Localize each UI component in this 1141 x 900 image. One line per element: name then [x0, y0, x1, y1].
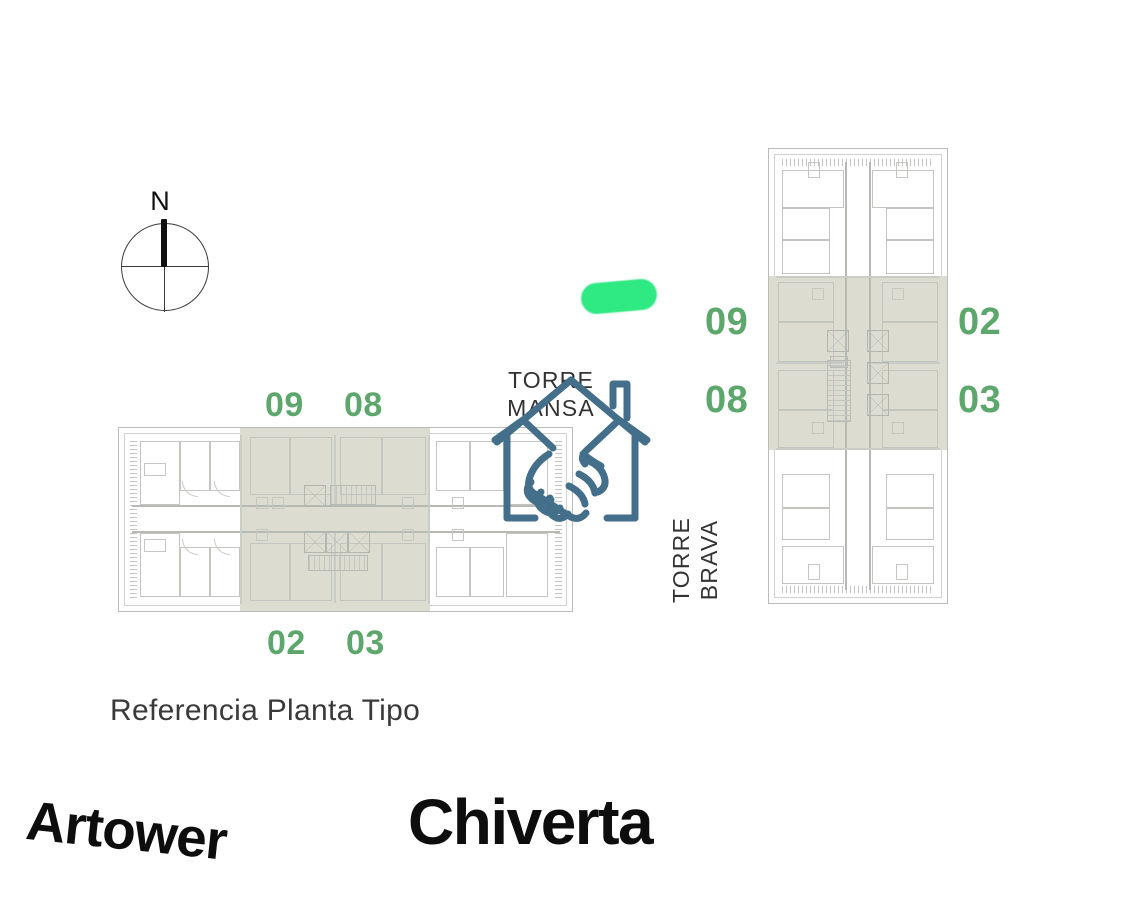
right-plan-divider-3 [776, 362, 844, 364]
artower-logo: Artower [23, 788, 230, 872]
left-plan-elevator [348, 531, 370, 553]
right-plan-hatch-south [782, 586, 934, 593]
right-plan-room [778, 282, 834, 322]
right-plan-room [782, 170, 844, 208]
right-plan-room [886, 508, 934, 540]
left-plan-divider-1 [240, 435, 243, 604]
right-plan-room [782, 240, 830, 274]
right-plan-stair-landing [830, 356, 848, 368]
right-plan-divider-1 [776, 276, 940, 279]
left-plan-fixture [256, 529, 268, 541]
left-plan-room [210, 547, 240, 597]
right-plan-room [778, 410, 834, 448]
left-plan-room [250, 543, 290, 601]
left-plan-fixture [452, 529, 464, 541]
right-plan-room [778, 370, 834, 410]
left-plan-room [436, 547, 470, 597]
compass-south-axis [164, 266, 165, 312]
left-plan-stairs [308, 555, 368, 571]
reference-caption: Referencia Planta Tipo [110, 694, 421, 727]
right-plan-unit-02: 02 [958, 301, 1002, 343]
right-plan-room [782, 208, 830, 240]
left-plan-room [382, 543, 426, 601]
right-plan-room [778, 322, 834, 362]
left-plan-hatch-west [130, 441, 137, 598]
left-plan-corridor-wall-top [132, 505, 560, 508]
left-plan-unit-02: 02 [267, 624, 306, 662]
left-plan-room [140, 441, 180, 505]
green-pill-marker-icon [579, 277, 659, 316]
compass-north-needle [161, 219, 167, 267]
torre-brava-label: TORRE BRAVA [667, 495, 797, 625]
compass-rose-icon: N [112, 186, 209, 316]
torre-brava-line2: BRAVA [696, 519, 723, 601]
right-plan-elevator [867, 394, 889, 416]
right-plan-fixture [808, 162, 820, 178]
left-plan-fixture [272, 497, 284, 509]
right-plan-room [886, 208, 934, 240]
left-plan-fixture [144, 539, 166, 552]
right-plan-room [882, 282, 938, 322]
right-plan-outer-frame [768, 148, 948, 604]
right-plan-room [872, 170, 934, 208]
left-plan-fixture [452, 497, 464, 509]
left-plan-elevator [304, 485, 326, 507]
left-plan-fixture [144, 463, 166, 476]
left-plan-fixture [256, 497, 268, 509]
right-plan-divider-4 [872, 362, 940, 364]
left-plan-fixture [402, 497, 414, 509]
right-plan-fixture [896, 162, 908, 178]
left-plan-room [436, 441, 470, 491]
right-plan-stairs [827, 360, 851, 422]
left-plan-room [140, 533, 180, 597]
right-plan-elevator [827, 330, 849, 352]
right-floor-plan [768, 148, 948, 604]
right-plan-room [782, 546, 844, 584]
right-plan-room [882, 410, 938, 448]
right-plan-fixture [812, 422, 824, 434]
right-plan-room [886, 474, 934, 508]
right-plan-unit-09: 09 [705, 301, 749, 343]
left-plan-divider-2 [428, 435, 431, 604]
torre-brava-line1: TORRE [668, 516, 694, 604]
handshake-house-icon [487, 370, 655, 530]
right-plan-elevator [867, 330, 889, 352]
left-plan-room [470, 547, 504, 597]
right-plan-fixture [896, 564, 908, 580]
left-plan-unit-09: 09 [265, 386, 304, 424]
right-plan-room [886, 240, 934, 274]
left-plan-stairs [330, 485, 376, 505]
left-plan-divider-3 [334, 435, 336, 505]
chiverta-logo: Chiverta [408, 786, 654, 858]
left-plan-room [382, 437, 426, 495]
right-plan-elevator [867, 362, 889, 384]
left-plan-unit-08: 08 [344, 386, 383, 424]
right-plan-unit-03: 03 [958, 379, 1002, 421]
right-plan-fixture [892, 288, 904, 300]
right-plan-fixture [808, 564, 820, 580]
right-plan-room [882, 370, 938, 410]
right-plan-fixture [812, 288, 824, 300]
right-plan-hatch-north [782, 159, 934, 166]
left-plan-room [506, 533, 548, 597]
left-plan-unit-03: 03 [346, 624, 385, 662]
compass-north-label: N [150, 186, 170, 216]
left-plan-room [250, 437, 290, 495]
right-plan-room [782, 474, 830, 508]
right-plan-room [882, 322, 938, 362]
right-plan-unit-08: 08 [705, 379, 749, 421]
right-plan-room [872, 546, 934, 584]
right-plan-fixture [892, 422, 904, 434]
left-plan-elevator [304, 531, 326, 553]
right-plan-divider-2 [776, 448, 940, 451]
left-plan-fixture [402, 529, 414, 541]
left-plan-elevator [326, 531, 348, 553]
right-plan-room [782, 508, 830, 540]
left-floor-plan [118, 427, 573, 612]
